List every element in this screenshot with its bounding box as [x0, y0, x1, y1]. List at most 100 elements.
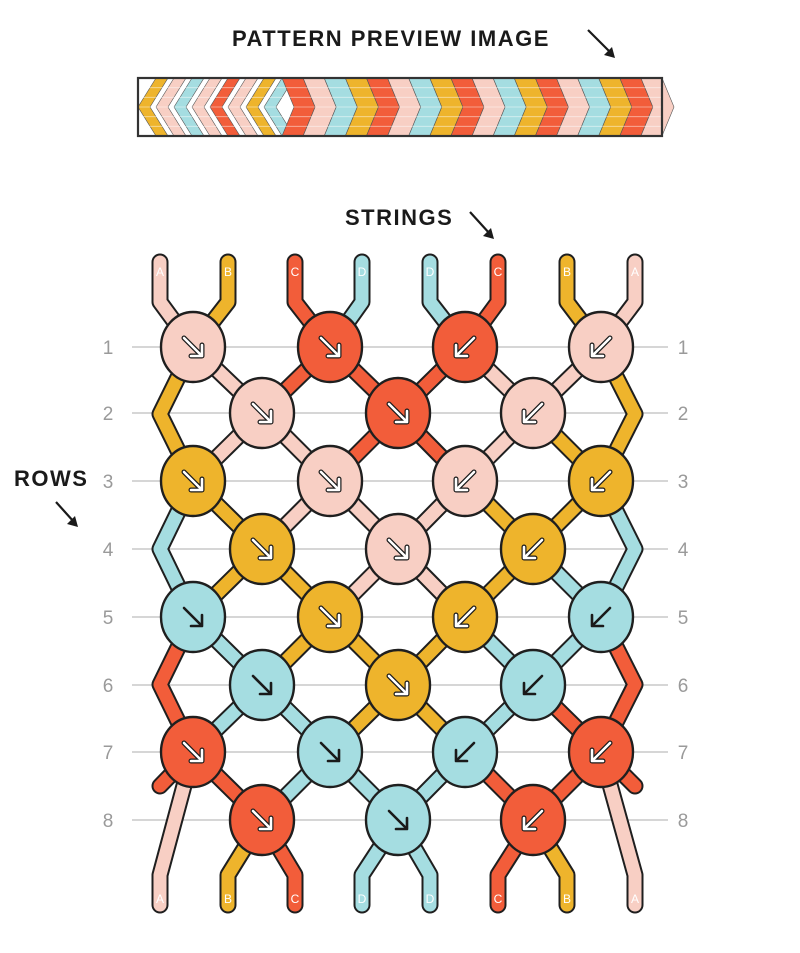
knot-arrow-icon [521, 808, 545, 832]
string-letter-top: C [291, 265, 300, 279]
string-letter-top: B [224, 265, 232, 279]
row-number-right: 3 [678, 472, 689, 493]
knot-C-left [431, 310, 499, 384]
knot-B-right [296, 580, 364, 654]
string-letter-top: B [563, 265, 571, 279]
knot-A-left [499, 376, 567, 450]
pattern-preview-label: PATTERN PREVIEW IMAGE [232, 26, 550, 51]
knot-B-left [431, 580, 499, 654]
knot-A-right [296, 444, 364, 518]
knot-D-left [499, 648, 567, 722]
knot-D-right [159, 580, 227, 654]
knot-arrow-icon [318, 469, 342, 493]
knot-D-right [228, 648, 296, 722]
string-letter-bottom: D [426, 892, 435, 906]
knot-arrow-icon [453, 605, 477, 629]
knot-arrow-icon [386, 401, 410, 425]
string-letter-bottom: D [358, 892, 367, 906]
string-letter-bottom: A [156, 892, 164, 906]
knot-arrow-icon [181, 335, 205, 359]
rows-label: ROWS [14, 466, 88, 491]
rows-arrow-icon [55, 501, 78, 527]
row-number-right: 2 [678, 404, 689, 425]
row-number-right: 4 [678, 540, 689, 561]
knot-arrow-icon [251, 674, 273, 696]
row-number-left: 5 [103, 608, 114, 629]
string-letter-top: A [156, 265, 164, 279]
rows-label-group: ROWS [14, 466, 88, 527]
string-letter-bottom: A [631, 892, 639, 906]
knot-arrow-icon [589, 335, 613, 359]
row-number-left: 1 [103, 338, 114, 359]
knot-C-left [499, 783, 567, 857]
string-A [594, 745, 642, 912]
knot-arrow-icon [250, 537, 274, 561]
knot-arrow-icon [521, 537, 545, 561]
string-A [153, 745, 200, 912]
string-letter-bottom: C [494, 892, 503, 906]
knot-A-left [567, 310, 635, 384]
knot-B-left [567, 444, 635, 518]
knot-arrow-icon [319, 741, 341, 763]
strings-arrow-icon [469, 211, 494, 239]
row-number-right: 6 [678, 676, 689, 697]
knot-C-right [296, 310, 364, 384]
row-numbers-right: 1 2 3 4 5 6 7 8 [678, 338, 689, 832]
knot-arrow-icon [181, 740, 205, 764]
knot-A-right [159, 310, 227, 384]
knot-arrow-icon [454, 741, 476, 763]
knot-C-left [567, 715, 635, 789]
knot-C-right [159, 715, 227, 789]
knot-B-left [499, 512, 567, 586]
knot-arrow-icon [182, 606, 204, 628]
string-letter-bottom: C [291, 892, 300, 906]
pattern-preview-group: PATTERN PREVIEW IMAGE [136, 26, 675, 138]
knot-arrow-icon [386, 537, 410, 561]
knot-arrow-icon [181, 469, 205, 493]
row-number-left: 2 [103, 404, 114, 425]
pattern-preview-image [136, 76, 675, 138]
knot-arrow-icon [387, 809, 409, 831]
knot-arrow-icon [521, 401, 545, 425]
knot-D-right [296, 715, 364, 789]
string-letter-bottom: B [224, 892, 232, 906]
knot-A-right [364, 512, 432, 586]
row-number-left: 6 [103, 676, 114, 697]
knot-B-right [228, 512, 296, 586]
row-number-right: 8 [678, 811, 689, 832]
knot-arrow-icon [589, 740, 613, 764]
knot-arrow-icon [589, 469, 613, 493]
row-number-left: 3 [103, 472, 114, 493]
knot-A-right [228, 376, 296, 450]
string-letter-top: D [358, 265, 367, 279]
knot-arrow-icon [590, 606, 612, 628]
knot-arrow-icon [250, 808, 274, 832]
knot-D-right [364, 783, 432, 857]
row-number-right: 1 [678, 338, 689, 359]
knot-arrow-icon [453, 469, 477, 493]
knot-arrow-icon [386, 673, 410, 697]
string-letter-top: A [631, 265, 639, 279]
pattern-preview-arrow-icon [587, 29, 615, 58]
knot-B-right [364, 648, 432, 722]
string-letter-top: C [494, 265, 503, 279]
strings-label: STRINGS [345, 205, 453, 230]
row-number-left: 8 [103, 811, 114, 832]
knot-D-left [567, 580, 635, 654]
knots-layer [159, 310, 635, 857]
knot-C-right [228, 783, 296, 857]
row-number-left: 7 [103, 743, 114, 764]
string-letter-bottom: B [563, 892, 571, 906]
knot-arrow-icon [318, 605, 342, 629]
row-number-right: 7 [678, 743, 689, 764]
knot-D-left [431, 715, 499, 789]
strings-label-group: STRINGS [345, 205, 494, 239]
knot-A-left [431, 444, 499, 518]
row-number-right: 5 [678, 608, 689, 629]
knot-arrow-icon [318, 335, 342, 359]
knot-C-right [364, 376, 432, 450]
knot-B-right [159, 444, 227, 518]
